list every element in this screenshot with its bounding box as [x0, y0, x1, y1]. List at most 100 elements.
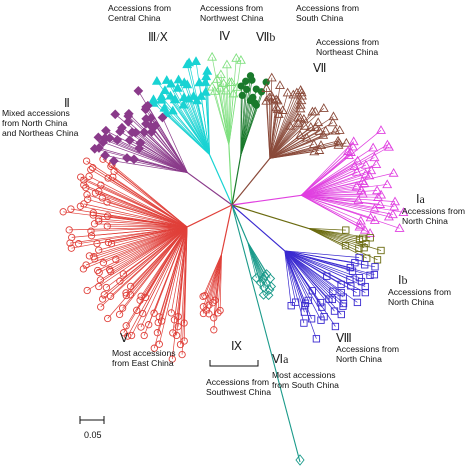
branch-group-III-X-leaf: [191, 56, 201, 65]
branch-group-V-leaf: [119, 270, 127, 278]
branch-group-Ia-leaf: [351, 181, 362, 191]
branch-group-III-X-branch: [195, 61, 210, 155]
branch-group-VIII-leaf: [300, 319, 308, 327]
branch-group-VIa-branch: [247, 241, 264, 296]
branch-group-VII-leaf: [275, 80, 285, 90]
branch-group-VII-leaf: [334, 125, 345, 134]
branch-group-II-leaf: [112, 134, 123, 145]
branch-group-VII-leaf: [318, 129, 329, 139]
branch-group-V-leaf: [141, 293, 150, 302]
branch-group-II-branch: [128, 121, 188, 173]
branch-group-VIII-branch: [284, 250, 353, 272]
branch-group-Ia-branch: [301, 194, 395, 208]
branch-group-Ia-leaf: [368, 142, 379, 152]
branch-group-VIII-branch: [284, 250, 344, 304]
branch-group-Ia-branch: [301, 141, 354, 196]
branch-group-II-leaf: [110, 109, 121, 120]
branch-group-Ia-leaf: [347, 141, 358, 151]
branch-group-V-branch: [69, 226, 188, 244]
branch-group-VII-leaf: [296, 87, 307, 97]
branch-group-VII-leaf: [333, 140, 344, 149]
branch-group-VIII-branch: [284, 250, 342, 293]
branch-group-III-X-leaf: [159, 102, 170, 112]
branch-group-V-leaf: [107, 267, 115, 276]
branch-group-V-branch: [153, 226, 188, 314]
branch-group-III-X-branch: [186, 64, 210, 155]
branch-group-V-branch: [63, 211, 188, 228]
branch-group-Ia-branch: [301, 173, 366, 196]
branch-group-V-leaf: [104, 212, 112, 220]
branch-group-V-leaf: [100, 291, 108, 299]
branch-group-VIII-leaf: [325, 295, 333, 303]
branch-group-Ia-leaf: [360, 159, 371, 169]
branch-group-IV-leaf: [228, 88, 239, 98]
branch-group-Ia-branch: [301, 194, 371, 234]
branch-group-Ib-branch: [308, 228, 365, 249]
branch-group-VII-branch: [269, 114, 280, 159]
branch-group-Ia-leaf: [357, 176, 368, 185]
branch-group-V-leaf: [104, 314, 112, 323]
branch-group-V-leaf: [139, 309, 147, 318]
branch-group-IV-leaf: [235, 55, 246, 64]
branch-group-V-leaf: [170, 316, 179, 324]
branch-group-VII-leaf: [299, 120, 310, 130]
branch-group-VIb-branch: [240, 89, 248, 156]
branch-group-V-leaf: [98, 194, 106, 202]
branch-group-III-X-branch: [172, 110, 210, 156]
branch-group-V-branch: [71, 226, 188, 238]
branch-group-V-leaf: [118, 304, 127, 312]
branch-group-V-branch: [94, 226, 188, 260]
branch-group-V-branch: [99, 226, 188, 273]
branch-group-IX-leaf: [199, 292, 207, 301]
branch-group-V-branch: [102, 226, 188, 300]
branch-group-IV-leaf: [207, 51, 218, 61]
branch-group-Ia-branch: [301, 194, 393, 215]
branch-group-V-leaf: [167, 309, 175, 317]
branch-group-VIb-leaf: [238, 91, 246, 100]
branch-group-V-leaf: [89, 164, 97, 172]
branch-group-VII-leaf: [272, 95, 283, 105]
branch-group-VII-leaf: [333, 137, 344, 147]
branch-group-V-leaf: [103, 222, 111, 230]
branch-group-VIII-leaf: [301, 299, 310, 307]
branch-group-VIII-leaf: [308, 287, 316, 295]
branch-group-II-branch: [98, 147, 188, 174]
caption-group-V: Most accessions from East China: [112, 348, 176, 368]
branch-group-VIII-branch: [284, 250, 355, 264]
branch-group-V-branch: [80, 176, 188, 228]
branch-group-V-branch: [83, 203, 188, 228]
branch-group-V-leaf: [136, 296, 144, 304]
branch-group-V-branch: [119, 226, 188, 282]
branch-group-VII-branch: [269, 129, 340, 159]
branch-group-III-X-leaf: [161, 75, 172, 84]
branch-group-V-branch: [87, 199, 188, 228]
branch-group-V-branch: [97, 226, 188, 271]
branch-group-V-leaf: [174, 322, 182, 331]
branch-group-IX-leaf: [210, 326, 218, 334]
branch-group-VIII-branch: [284, 250, 360, 258]
branch-group-V-branch: [83, 226, 188, 270]
branch-group-VIII-branch: [284, 250, 344, 298]
branch-group-VIII-branch: [284, 250, 342, 315]
branch-group-IX-branch: [203, 253, 222, 314]
branch-group-V-leaf: [65, 226, 73, 234]
branch-group-VII-leaf: [282, 87, 293, 97]
branch-group-IX-leaf: [216, 306, 224, 315]
branch-group-II-leaf: [94, 143, 104, 153]
branch-group-VII-leaf: [314, 145, 325, 154]
branch-group-VII-leaf: [297, 90, 308, 100]
branch-group-VII-leaf: [277, 105, 288, 114]
branch-group-VII-branch: [269, 116, 334, 159]
branch-group-IV-leaf: [215, 69, 226, 79]
branch-group-V-leaf: [155, 340, 163, 348]
branch-group-II-branch: [133, 158, 188, 174]
branch-group-Ia-leaf: [365, 228, 376, 237]
branch-group-V-leaf: [83, 191, 91, 199]
scale-bar-label: 0.05: [84, 430, 102, 440]
branch-group-VIII-leaf: [371, 263, 379, 271]
branch-group-V-leaf: [115, 310, 124, 319]
branch-group-VIII-leaf: [317, 316, 325, 324]
branch-group-III-X-branch: [165, 113, 210, 156]
